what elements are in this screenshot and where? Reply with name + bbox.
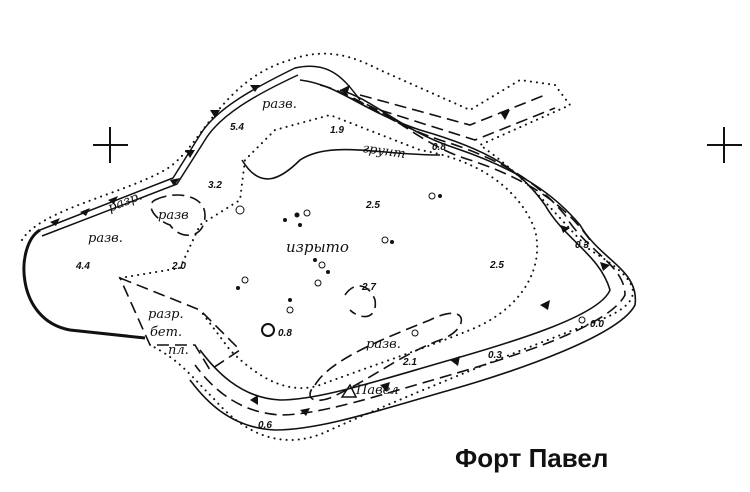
depth-soundings: 5.4 1.9 0.8 3.2 2.5 4.4 2.0 2.7 2.5 0.3 … xyxy=(75,122,604,431)
depth-label: 2.5 xyxy=(365,200,380,211)
label-razr: разр. xyxy=(148,307,184,322)
label-pavel: Павел xyxy=(355,383,399,398)
depth-label: 2.5 xyxy=(489,260,504,271)
depth-label: 0.0 xyxy=(590,319,604,330)
grid-cross-right xyxy=(707,127,742,163)
grid-cross-left xyxy=(93,127,128,163)
buoy-icon xyxy=(261,323,275,337)
label-razv-south: разв. xyxy=(366,337,401,352)
spur-dashed xyxy=(360,95,555,140)
depth-label: 5.4 xyxy=(230,122,244,133)
triangulation-point-icon xyxy=(340,383,358,398)
map-title: Форт Павел xyxy=(455,443,608,473)
depth-label: 0.8 xyxy=(432,142,446,153)
depth-label: 1.9 xyxy=(330,125,344,136)
depth-label: 2.0 xyxy=(171,261,186,272)
depth-label: 0.3 xyxy=(488,350,502,361)
label-razv-bracket: разв xyxy=(158,208,189,223)
depth-label: 0.3 xyxy=(575,240,589,251)
fort-wall-double xyxy=(39,65,361,237)
label-pl: пл. xyxy=(168,343,189,358)
label-bet: бет. xyxy=(150,325,182,340)
label-razv-top: разв. xyxy=(262,97,297,112)
ruin-marker xyxy=(345,286,375,317)
depth-label: 4.4 xyxy=(75,261,90,272)
fortification-marks xyxy=(50,85,610,416)
south-ruin-outline xyxy=(310,313,461,400)
depth-label: 2.7 xyxy=(361,282,376,293)
contours xyxy=(190,80,635,430)
ground-marks xyxy=(235,192,586,337)
label-izryto: изрыто xyxy=(286,238,349,256)
label-razv-left: разв. xyxy=(88,231,123,246)
depth-label: 2.1 xyxy=(402,357,417,368)
depth-label: 0.8 xyxy=(278,328,292,339)
depth-label: 3.2 xyxy=(208,180,222,191)
razv-blob xyxy=(151,195,205,235)
label-grunt: грунт xyxy=(361,141,406,162)
pit-outline xyxy=(242,150,440,179)
fort-wall xyxy=(22,228,146,340)
ruined-concrete-platform xyxy=(120,278,240,370)
depth-label: 0.6 xyxy=(258,420,272,431)
